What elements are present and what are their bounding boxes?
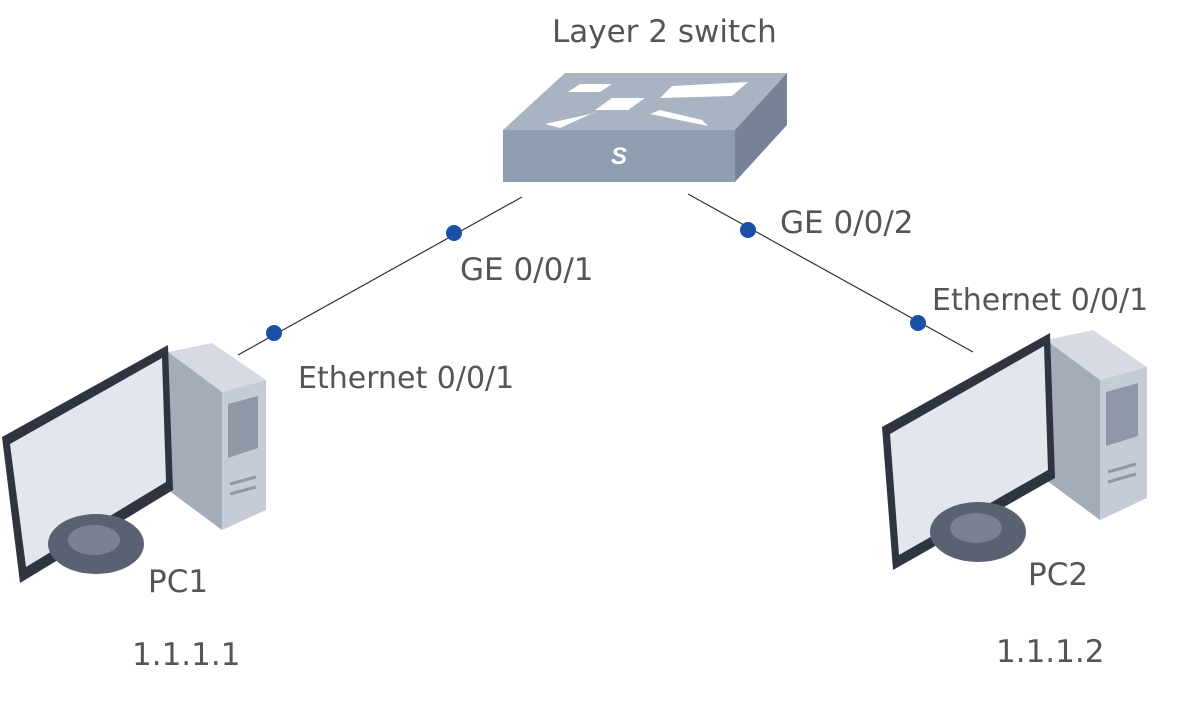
port-dot-switch-ge001 — [446, 225, 462, 241]
switch-icon[interactable]: S — [503, 73, 787, 182]
port-dot-switch-ge002 — [740, 222, 756, 238]
pc2-name-label: PC2 — [1028, 557, 1089, 593]
pc1-monitor-icon — [2, 345, 173, 583]
pc1-port-label: Ethernet 0/0/1 — [298, 361, 515, 396]
pc1-name-label: PC1 — [148, 564, 209, 600]
switch-title-label: Layer 2 switch — [552, 14, 777, 50]
switch-badge: S — [611, 143, 627, 170]
pc2-tower-icon — [1046, 330, 1147, 520]
port-dot-pc2-eth001 — [910, 315, 926, 331]
switch-port-ge002-label: GE 0/0/2 — [780, 205, 914, 241]
link-line-pc1-switch — [237, 196, 523, 356]
pc1-computer-icon[interactable] — [2, 343, 266, 583]
pc1-tower-icon — [168, 343, 266, 530]
pc1-ip-label: 1.1.1.1 — [132, 637, 241, 673]
pc2-computer-icon[interactable] — [882, 330, 1147, 570]
port-dot-pc1-eth001 — [266, 325, 282, 341]
pc2-ip-label: 1.1.1.2 — [996, 634, 1105, 670]
pc2-port-label: Ethernet 0/0/1 — [932, 283, 1149, 318]
pc2-monitor-icon — [882, 333, 1055, 570]
switch-port-ge001-label: GE 0/0/1 — [460, 252, 594, 288]
